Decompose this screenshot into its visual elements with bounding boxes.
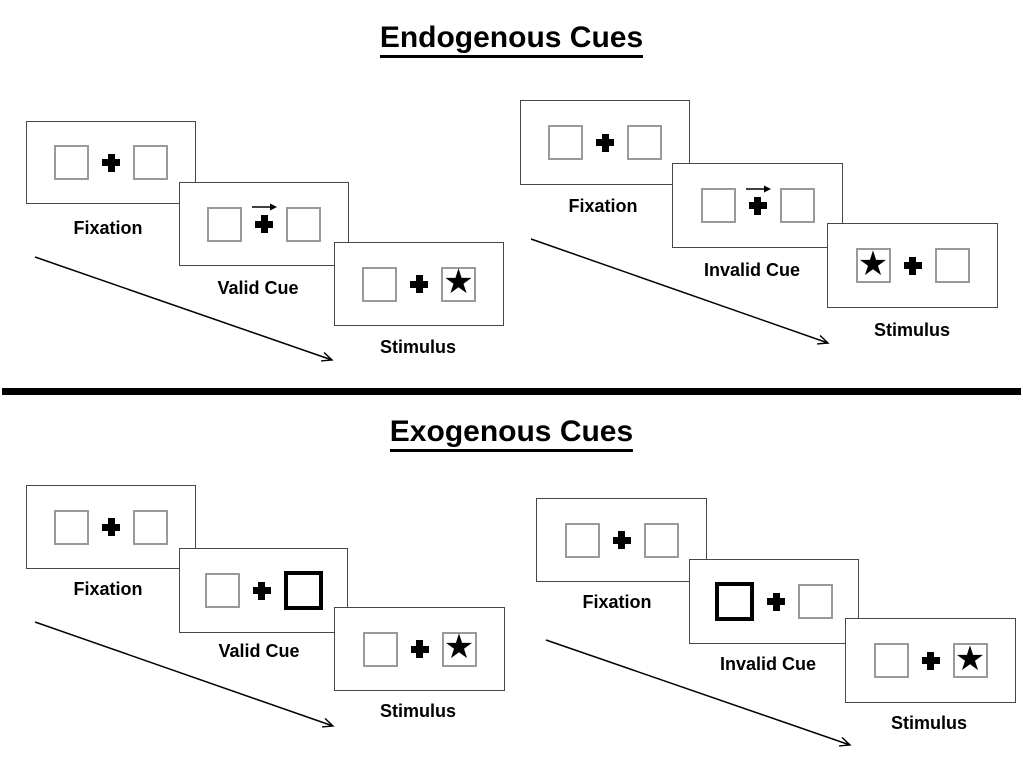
endo-valid-cue-panel — [179, 182, 349, 266]
exo-invalid-fixation-panel — [536, 498, 707, 582]
placeholder-box — [627, 125, 662, 160]
placeholder-box — [54, 145, 89, 180]
right-arrow-cue-icon — [252, 203, 277, 211]
panel-label: Valid Cue — [218, 641, 300, 661]
panel-label: Stimulus — [379, 337, 456, 357]
exo-valid-stimulus-panel: ★ — [334, 607, 505, 691]
placeholder-box — [286, 206, 321, 242]
endo-invalid-cue-panel — [672, 163, 843, 248]
panel-label: Fixation — [582, 592, 652, 612]
star-icon: ★ — [443, 263, 474, 301]
panel-label: Fixation — [73, 579, 143, 599]
fixation-cross-icon — [252, 203, 277, 233]
sequence-arrow — [545, 639, 850, 745]
stimulus-box: ★ — [952, 639, 988, 678]
fixation-cross-icon — [410, 275, 428, 293]
stimulus-box: ★ — [855, 244, 891, 283]
fixation-cross-icon — [767, 592, 785, 611]
placeholder-box — [204, 573, 240, 608]
star-icon: ★ — [857, 244, 889, 283]
exo-invalid-cue-panel — [689, 559, 859, 644]
panel-label: Stimulus — [873, 320, 950, 340]
exo-valid-fixation-panel — [26, 485, 196, 569]
panel-label: Fixation — [73, 218, 143, 238]
fixation-cross-icon — [903, 256, 922, 275]
fixation-cross-icon — [921, 651, 940, 670]
placeholder-box — [548, 125, 583, 160]
endo-invalid-stimulus-panel: ★ — [827, 223, 998, 308]
panel-label: Invalid Cue — [703, 260, 801, 280]
section-divider — [2, 388, 1021, 395]
fixation-cross-icon — [596, 133, 614, 152]
section-title-text: Exogenous Cues — [389, 415, 634, 452]
placeholder-box — [779, 188, 815, 223]
fixation-cross-icon — [410, 640, 429, 658]
stimulus-box: ★ — [441, 628, 477, 667]
placeholder-box — [700, 188, 736, 223]
endogenous-section-title: Endogenous Cues — [0, 20, 1023, 58]
placeholder-box — [362, 631, 398, 667]
fixation-cross-icon — [252, 581, 271, 600]
exo-invalid-stimulus-panel: ★ — [845, 618, 1016, 703]
placeholder-box — [934, 248, 970, 283]
placeholder-box — [564, 522, 600, 558]
sequence-arrow — [34, 621, 333, 726]
stimulus-box: ★ — [441, 263, 476, 302]
exogenous-cue-box — [283, 571, 323, 610]
placeholder-box — [643, 522, 679, 558]
endo-valid-stimulus-panel: ★ — [334, 242, 504, 326]
right-arrow-cue-icon — [745, 185, 771, 192]
placeholder-box — [207, 206, 242, 242]
endo-invalid-fixation-panel — [520, 100, 690, 185]
sequence-arrow — [530, 238, 828, 343]
exo-valid-cue-panel — [179, 548, 348, 633]
panel-label: Stimulus — [379, 701, 456, 721]
panel-label: Fixation — [568, 196, 638, 216]
placeholder-box — [133, 145, 168, 180]
fixation-cross-icon — [102, 518, 120, 536]
placeholder-box — [133, 509, 168, 545]
star-icon: ★ — [443, 628, 475, 666]
placeholder-box — [362, 266, 397, 302]
panel-label: Invalid Cue — [719, 654, 817, 674]
endo-valid-fixation-panel — [26, 121, 196, 204]
panel-label: Valid Cue — [217, 278, 299, 298]
placeholder-box — [873, 643, 909, 678]
fixation-cross-icon — [745, 185, 771, 215]
placeholder-box — [54, 509, 89, 545]
placeholder-box — [798, 584, 833, 619]
section-title-text: Endogenous Cues — [379, 21, 644, 58]
panel-label: Stimulus — [890, 713, 967, 733]
fixation-cross-icon — [102, 153, 120, 172]
exogenous-cue-box — [715, 582, 754, 621]
star-icon: ★ — [954, 639, 986, 678]
fixation-cross-icon — [612, 531, 631, 549]
sequence-arrow — [34, 256, 332, 360]
exogenous-section-title: Exogenous Cues — [0, 414, 1023, 452]
